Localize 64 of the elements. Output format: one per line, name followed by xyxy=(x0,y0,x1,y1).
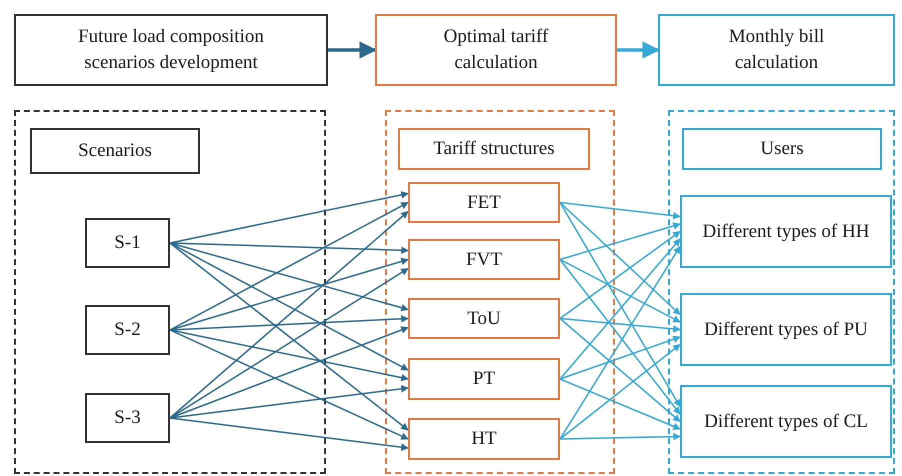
dashed-group-frame xyxy=(668,110,895,474)
process-box xyxy=(658,14,895,86)
arrow xyxy=(170,385,409,419)
process-box xyxy=(85,305,170,355)
arrow xyxy=(560,202,681,220)
box-label: Users xyxy=(760,137,804,162)
box-label: Different types of CL xyxy=(704,410,868,434)
box-label: Optimal tariff calculation xyxy=(442,25,550,75)
arrow xyxy=(560,344,681,440)
box-label: FVT xyxy=(466,248,502,272)
process-box xyxy=(408,418,560,460)
arrow xyxy=(559,259,681,415)
process-box xyxy=(30,128,200,174)
arrow xyxy=(560,318,681,422)
process-box xyxy=(680,293,892,366)
dashed-group-frame xyxy=(14,110,326,474)
box-label: ToU xyxy=(467,306,501,331)
arrow xyxy=(170,329,409,382)
arrow xyxy=(170,258,409,331)
process-box xyxy=(398,128,590,170)
box-label: FET xyxy=(467,190,501,215)
box-label: PT xyxy=(472,367,496,392)
process-box xyxy=(375,14,617,86)
arrow xyxy=(170,242,409,431)
arrow xyxy=(170,242,409,312)
arrow xyxy=(170,210,409,419)
arrow xyxy=(170,191,409,244)
box-label: HT xyxy=(471,427,497,452)
arrow xyxy=(560,378,681,430)
arrow xyxy=(170,329,409,440)
box-label: Tariff structures xyxy=(433,137,555,162)
arrow xyxy=(328,41,377,59)
box-label: S-3 xyxy=(114,406,141,430)
process-box xyxy=(85,393,170,443)
process-box xyxy=(408,182,560,223)
box-label: S-1 xyxy=(114,231,141,256)
arrow xyxy=(617,41,660,59)
process-box xyxy=(682,128,882,170)
box-label: Different types of HH xyxy=(702,220,870,244)
process-box xyxy=(680,385,892,458)
arrow xyxy=(560,432,681,440)
arrow xyxy=(560,258,681,323)
process-box xyxy=(408,358,560,400)
arrow xyxy=(560,230,681,320)
process-box xyxy=(680,195,892,268)
box-label: Monthly bill calculation xyxy=(728,25,826,75)
process-box xyxy=(408,239,560,280)
process-box xyxy=(85,218,170,268)
box-label: Different types of PU xyxy=(704,318,868,342)
box-label: Future load composition scenarios development xyxy=(77,25,265,75)
dashed-group-frame xyxy=(385,110,615,474)
arrow xyxy=(560,318,681,333)
arrow xyxy=(559,246,681,440)
box-label: S-2 xyxy=(114,318,141,342)
arrow xyxy=(170,202,409,331)
box-label: Scenarios xyxy=(78,139,152,164)
arrow xyxy=(560,222,681,260)
process-box xyxy=(14,14,328,86)
arrow xyxy=(559,238,681,380)
arrow xyxy=(560,336,681,380)
process-box xyxy=(408,298,560,339)
arrow xyxy=(559,202,681,408)
arrow xyxy=(170,417,409,451)
arrow xyxy=(559,202,681,316)
